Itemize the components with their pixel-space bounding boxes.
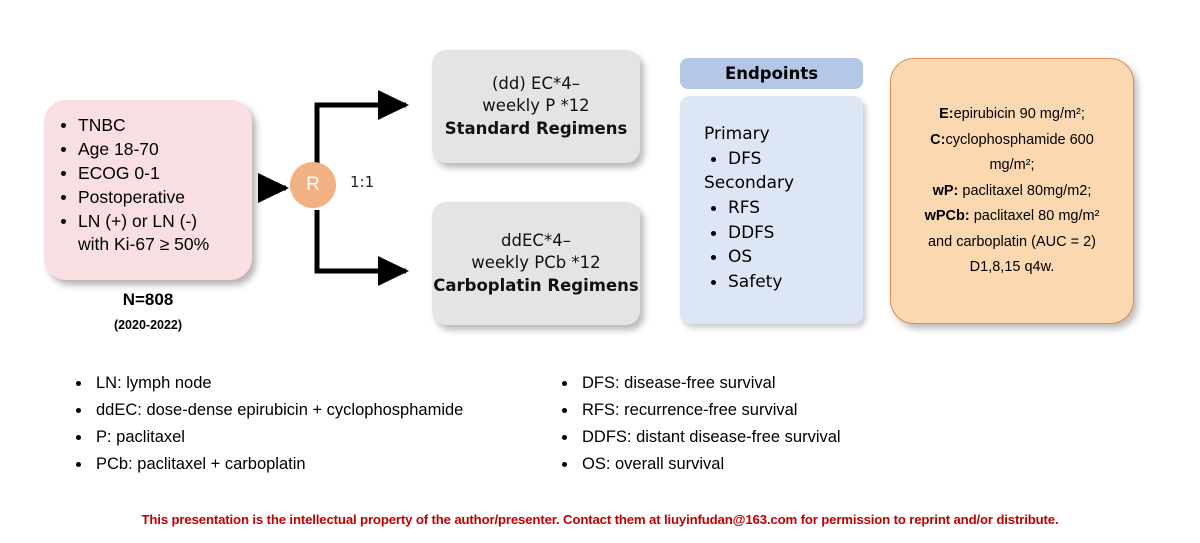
legend-item: ddEC: dose-dense epirubicin + cyclophosp… [76, 397, 532, 424]
endpoints-header-label: Endpoints [724, 64, 819, 83]
legend-item: DFS: disease-free survival [562, 370, 968, 397]
secondary-endpoint-item: Safety [711, 270, 863, 295]
arm-regimen-line-2: weekly PCb *12 [471, 253, 601, 273]
drug-dosing-panel: E:epirubicin 90 mg/m²;C:cyclophosphamide… [890, 58, 1134, 324]
primary-endpoints-list: DFS [680, 147, 863, 172]
dosing-text: and carboplatin (AUC = 2) [927, 233, 1097, 250]
dosing-line: wP: paclitaxel 80mg/m2; [927, 178, 1098, 204]
criterion-text: LN (+) or LN (-) [78, 211, 198, 232]
dosing-line: mg/m²; [983, 153, 1040, 179]
secondary-endpoints-label: Secondary [704, 173, 795, 194]
treatment-arm-standard: (dd) EC*4– weekly P *12 Standard Regimen… [432, 50, 640, 163]
eligibility-criterion: LN (+) or LN (-)with Ki-67 ≥ 50% [61, 210, 242, 256]
dosing-text: paclitaxel 80 mg/m² [969, 208, 1100, 225]
arm-title: Carboplatin Regimens [433, 275, 639, 295]
arm-title: Standard Regimens [444, 118, 628, 138]
randomization-node: R [290, 162, 336, 208]
dosing-text: D1,8,15 q4w. [969, 259, 1055, 276]
arm-regimen-line-2: weekly P *12 [482, 96, 590, 116]
drug-code: E: [939, 106, 954, 123]
criterion-text-continued: with Ki-67 ≥ 50% [78, 234, 210, 255]
dosing-text: paclitaxel 80mg/m2; [958, 182, 1092, 199]
legend-item: DDFS: distant disease-free survival [562, 424, 968, 451]
arm-regimen-line-1: ddEC*4– [501, 231, 571, 251]
randomization-label: R [306, 174, 320, 195]
dosing-line: C:cyclophosphamide 600 [924, 127, 1100, 153]
eligibility-criterion: Age 18-70 [61, 138, 242, 161]
secondary-endpoint-item: DDFS [711, 221, 863, 246]
dosing-line: D1,8,15 q4w. [964, 255, 1061, 281]
secondary-endpoint-item: RFS [711, 196, 863, 221]
randomization-connector-arrows [258, 90, 410, 286]
criterion-text: TNBC [78, 115, 126, 135]
eligibility-criterion: ECOG 0-1 [61, 162, 242, 185]
enrollment-period-label: (2020-2022) [113, 318, 183, 332]
legend-item: P: paclitaxel [76, 424, 532, 451]
treatment-arm-carboplatin: ddEC*4– weekly PCb *12 Carboplatin Regim… [432, 202, 640, 325]
drug-code: wP: [932, 182, 959, 199]
legend-item: PCb: paclitaxel + carboplatin [76, 451, 532, 478]
legend-item: RFS: recurrence-free survival [562, 397, 968, 424]
drug-code: wPCb: [924, 208, 970, 225]
legend-item: OS: overall survival [562, 451, 968, 478]
dosing-text: epirubicin 90 mg/m²; [953, 106, 1085, 123]
eligibility-criterion: Postoperative [61, 186, 242, 209]
dosing-text: mg/m²; [989, 157, 1035, 174]
dosing-line: wPCb: paclitaxel 80 mg/m² [919, 204, 1106, 230]
drug-code: C: [930, 131, 946, 148]
dosing-text: cyclophosphamide 600 [945, 131, 1094, 148]
primary-endpoints-label: Primary [704, 124, 770, 144]
legend-item: LN: lymph node [76, 370, 532, 397]
criterion-text: ECOG 0-1 [78, 163, 160, 184]
allocation-ratio-label: 1:1 [350, 173, 375, 191]
eligibility-criterion: TNBC [61, 114, 242, 137]
secondary-endpoint-item: OS [711, 245, 863, 270]
primary-endpoint-item: DFS [711, 147, 863, 172]
endpoints-header-bar: Endpoints [680, 58, 863, 89]
criterion-text: Postoperative [78, 187, 186, 208]
copyright-notice: This presentation is the intellectual pr… [141, 512, 1059, 527]
dosing-line: and carboplatin (AUC = 2) [922, 229, 1102, 255]
dosing-line: E:epirubicin 90 mg/m²; [933, 102, 1091, 128]
criterion-text: Age 18-70 [78, 139, 159, 160]
enrollment-count-label: N=808 [122, 290, 174, 309]
arm-regimen-line-1: (dd) EC*4– [491, 74, 580, 94]
